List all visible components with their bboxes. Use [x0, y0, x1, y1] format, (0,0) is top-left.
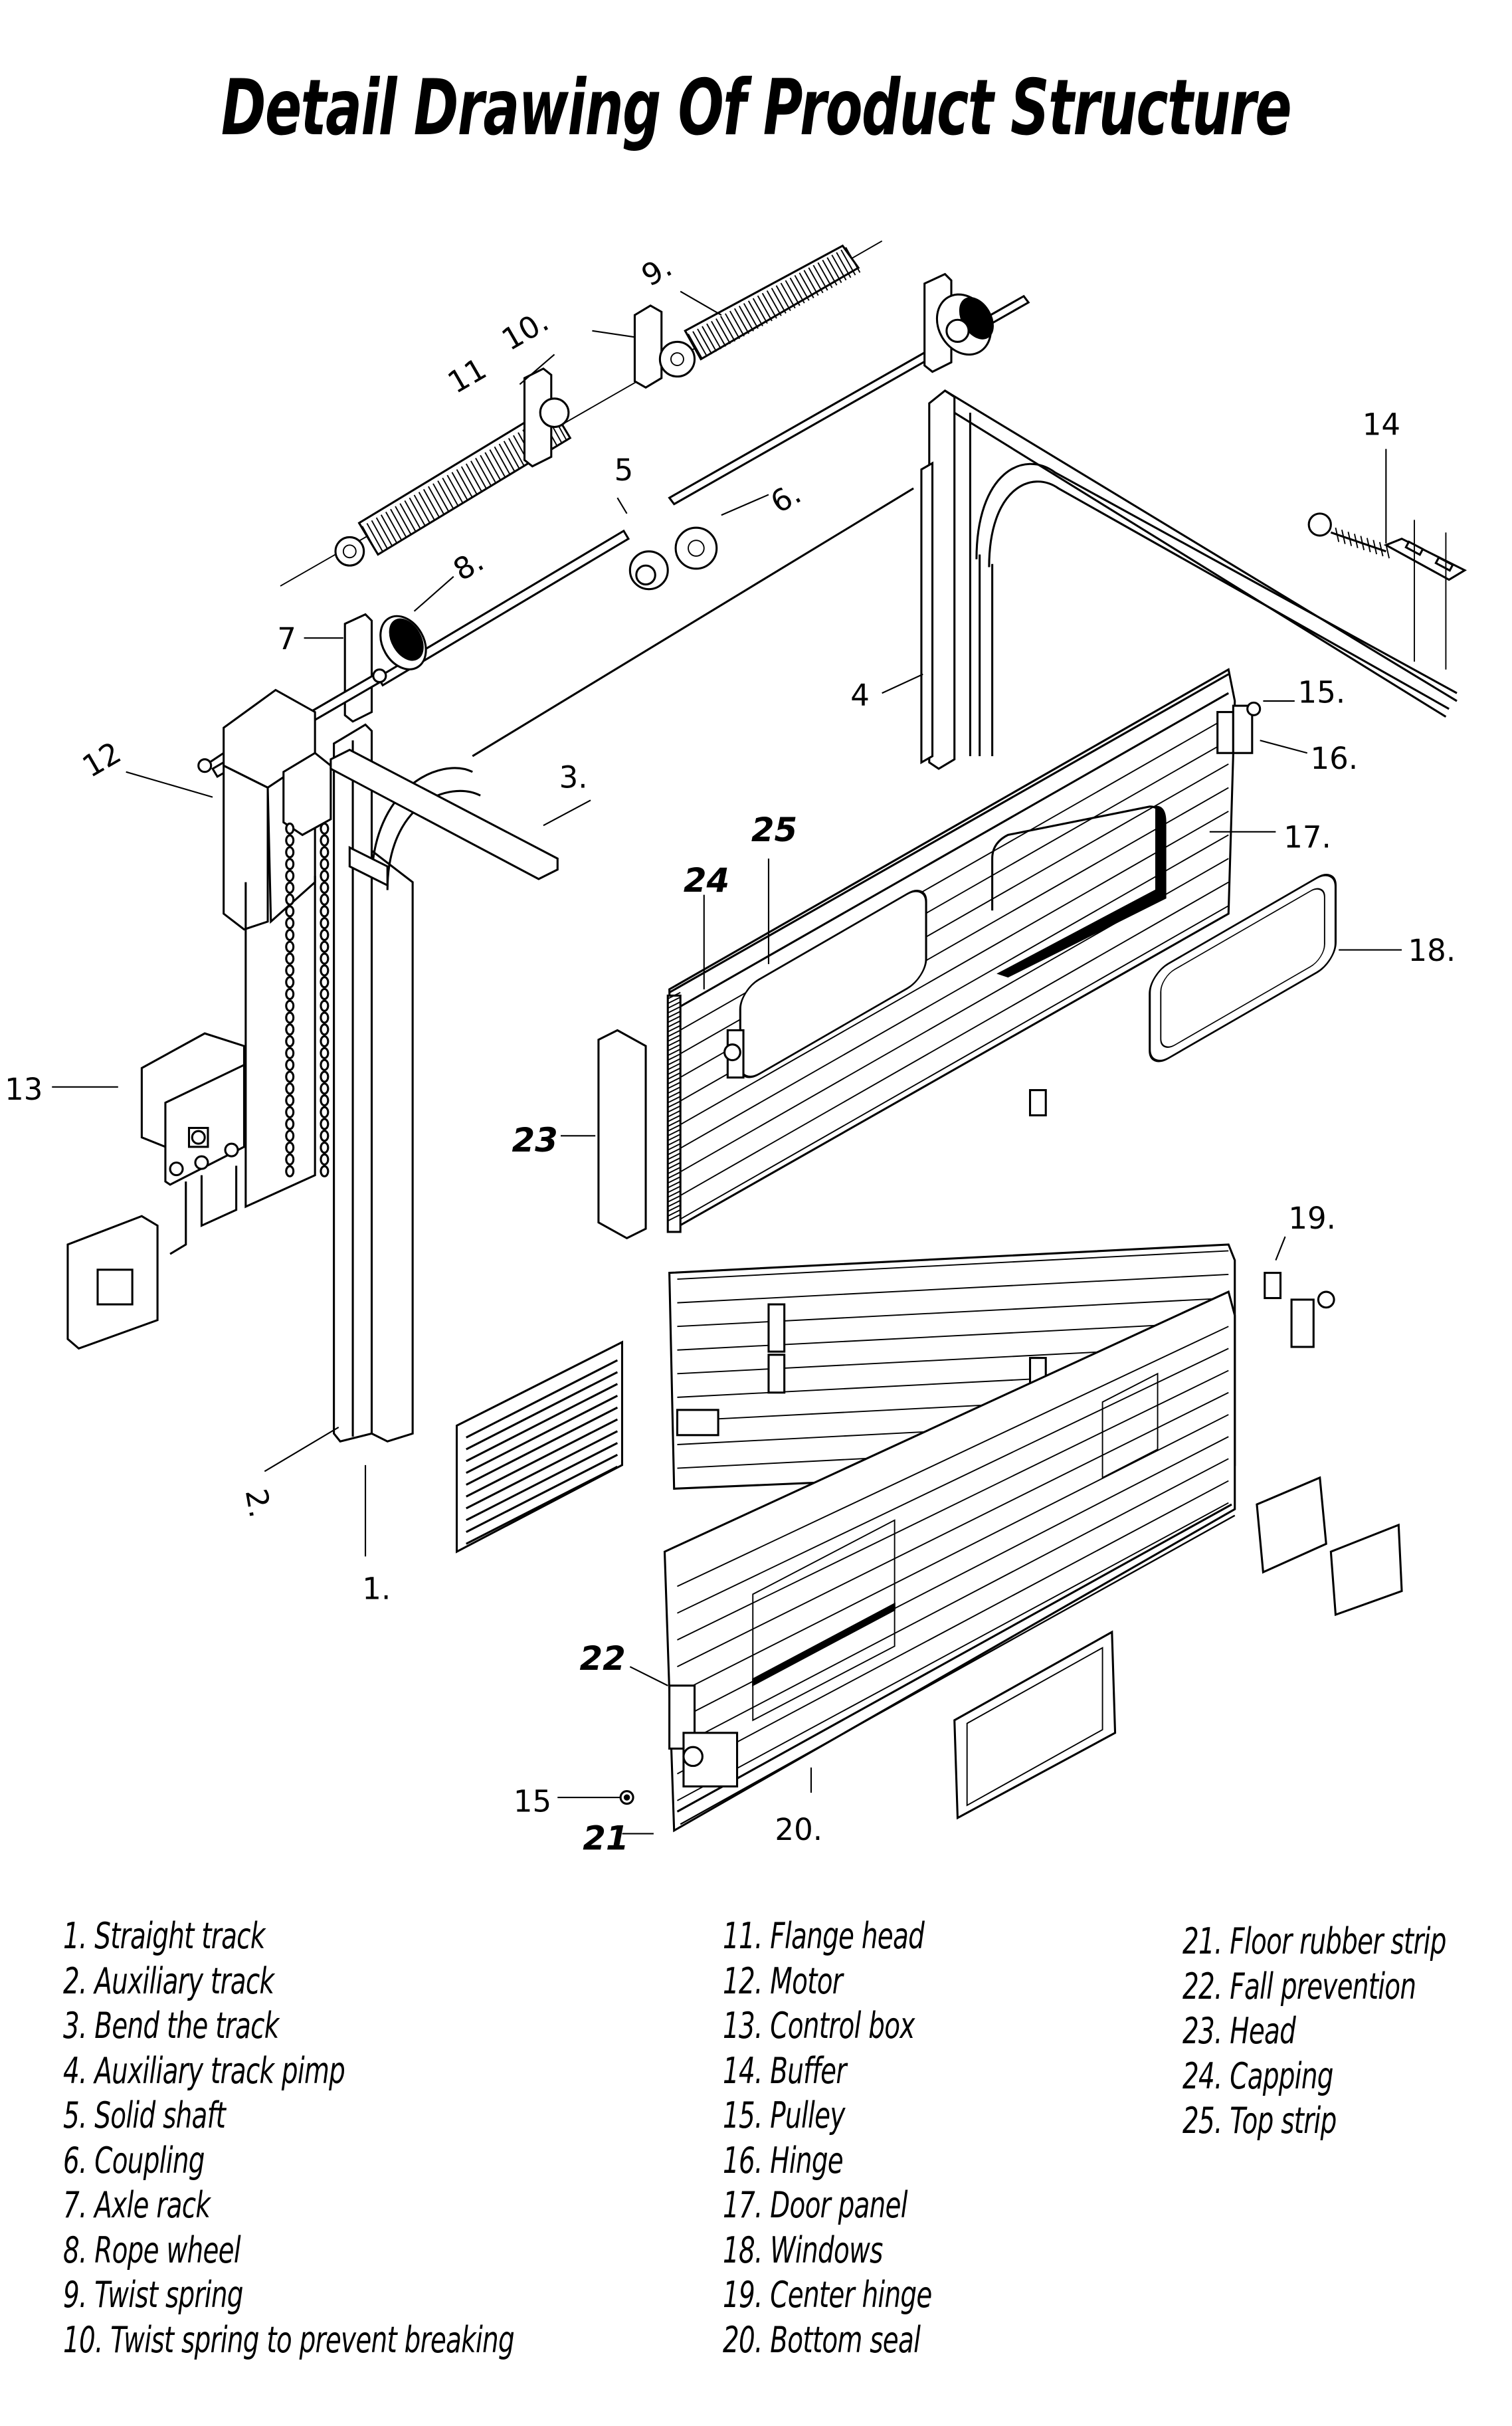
legend-column-3: 21. Floor rubber strip 22. Fall preventi…	[1182, 1919, 1512, 2144]
legend-item: 6. Coupling	[63, 2139, 205, 2181]
legend-item: 12. Motor	[723, 1960, 843, 2002]
legend-item: 8. Rope wheel	[63, 2229, 241, 2271]
legend-item: 22. Fall prevention	[1182, 1965, 1416, 2007]
louver-vent	[456, 1340, 624, 1554]
callout-2: 2.	[238, 1486, 278, 1521]
twist-spring-right	[684, 244, 861, 361]
legend-item: 3. Bend the track	[63, 2005, 279, 2047]
legend-item: 4. Auxiliary track pimp	[63, 2049, 345, 2092]
callout-24: 24	[684, 861, 729, 900]
parts-legend: 1. Straight track 2. Auxiliary track 3. …	[0, 1914, 1512, 2392]
callout-21: 21	[583, 1819, 628, 1857]
control-box	[66, 876, 316, 1350]
legend-item: 15. Pulley	[723, 2094, 845, 2136]
window-frame-bottom	[953, 1630, 1117, 1820]
legend-item: 2. Auxiliary track	[63, 1960, 274, 2002]
legend-item: 16. Hinge	[723, 2139, 844, 2181]
legend-item: 13. Control box	[723, 2005, 915, 2047]
callout-15-top: 15.	[1298, 674, 1346, 710]
callout-16: 16.	[1311, 741, 1359, 776]
callout-1: 1.	[362, 1571, 391, 1606]
motor	[197, 688, 332, 1177]
legend-column-2: 11. Flange head 12. Motor 13. Control bo…	[723, 1914, 1013, 2362]
right-track-frame	[920, 389, 1458, 770]
legend-item: 11. Flange head	[723, 1915, 925, 1957]
door-panel-top	[666, 668, 1236, 1233]
callout-6: 6.	[765, 475, 807, 520]
legend-item: 23. Head	[1182, 2010, 1296, 2052]
spring-shaft-assembly	[280, 240, 883, 587]
callout-8: 8.	[447, 543, 490, 587]
callout-15-bottom: 15	[514, 1783, 551, 1819]
callout-12: 12	[76, 735, 127, 785]
window-insert	[1149, 874, 1337, 1062]
callout-5: 5	[614, 453, 634, 488]
legend-item: 1. Straight track	[63, 1915, 265, 1957]
spring-end-cap	[334, 536, 365, 567]
legend-item: 9. Twist spring	[63, 2274, 243, 2316]
callout-4: 4	[850, 678, 870, 713]
legend-item: 17. Door panel	[723, 2184, 908, 2226]
callout-9: 9.	[636, 249, 678, 293]
side-vent-inserts	[1256, 1476, 1403, 1617]
legend-item: 21. Floor rubber strip	[1182, 1920, 1446, 1962]
callout-20: 20.	[775, 1812, 822, 1847]
callout-11: 11	[442, 351, 492, 401]
bend-track	[330, 487, 914, 880]
callout-22: 22	[579, 1639, 625, 1678]
callout-19: 19.	[1288, 1201, 1336, 1236]
head-strip	[597, 1029, 647, 1240]
legend-item: 14. Buffer	[723, 2049, 846, 2092]
spring-anti-break-bracket	[633, 304, 696, 389]
legend-item: 18. Windows	[723, 2229, 883, 2271]
door-panel-bottom	[663, 1290, 1236, 1833]
bottom-pulley	[619, 1790, 634, 1805]
legend-item: 10. Twist spring to prevent breaking	[63, 2318, 515, 2361]
flange-head-bracket	[523, 367, 570, 468]
page-title: Detail Drawing Of Product Structure	[221, 63, 1292, 153]
leader-lines	[52, 290, 1402, 1835]
callout-17: 17.	[1283, 819, 1331, 855]
callout-13: 13	[5, 1072, 43, 1107]
callout-14: 14	[1363, 407, 1400, 442]
callout-7: 7	[277, 621, 296, 657]
buffer	[1307, 512, 1467, 670]
callout-23: 23	[512, 1121, 558, 1160]
left-straight-track	[333, 723, 481, 1443]
callout-10: 10.	[496, 303, 555, 357]
top-hinge-and-pulley	[1216, 701, 1262, 754]
legend-item: 5. Solid shaft	[63, 2094, 226, 2136]
legend-item: 20. Bottom seal	[723, 2318, 921, 2361]
legend-item: 19. Center hinge	[723, 2274, 932, 2316]
callout-3: 3.	[559, 759, 588, 795]
right-shaft-and-drum	[668, 272, 1030, 506]
callout-18: 18.	[1408, 933, 1456, 968]
legend-column-1: 1. Straight track 2. Auxiliary track 3. …	[63, 1914, 690, 2362]
legend-item: 25. Top strip	[1182, 2100, 1337, 2142]
legend-item: 7. Axle rack	[63, 2184, 211, 2226]
coupling	[628, 526, 718, 591]
legend-item: 24. Capping	[1182, 2055, 1333, 2097]
callout-25: 25	[751, 811, 797, 849]
